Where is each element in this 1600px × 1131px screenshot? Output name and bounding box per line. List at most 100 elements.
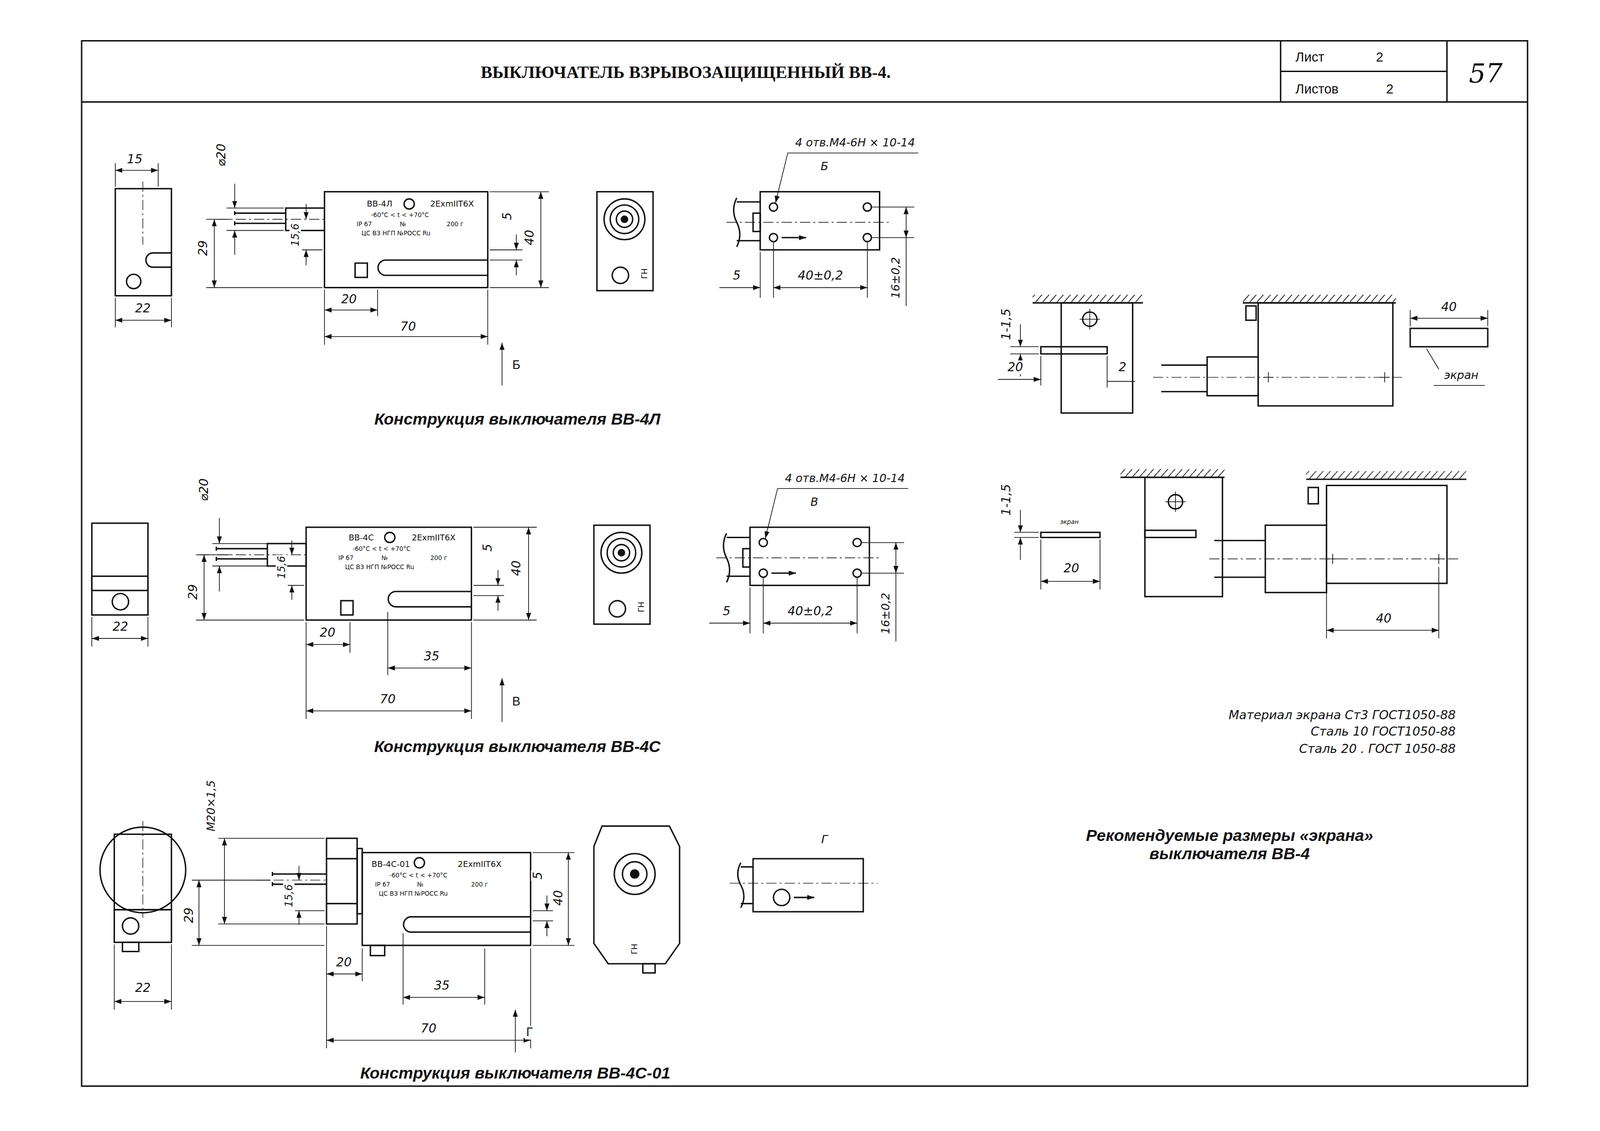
sheet-frame xyxy=(81,101,1528,103)
view-marker: ГН xyxy=(640,267,650,280)
mounting-sketch xyxy=(1214,540,1266,578)
extension-line xyxy=(484,948,486,1005)
sheet-title: ВЫКЛЮЧАТЕЛЬ ВЗРЫВОЗАЩИЩЕННЫЙ ВВ-4. xyxy=(478,62,893,83)
dimension-label: 4 отв.M4-6H × 10-14 xyxy=(793,136,917,150)
nameplate-text: ЦС ВЗ НГП №РОСС Ru xyxy=(360,230,432,238)
extension-line xyxy=(377,289,379,317)
plan-view xyxy=(781,236,807,239)
nameplate-text: 200 г xyxy=(446,221,465,229)
center-line xyxy=(1153,377,1460,559)
dimension-label: 35 xyxy=(432,978,452,993)
nameplate-text: ВВ-4С-01 xyxy=(370,859,411,869)
extension-line xyxy=(1010,346,1039,348)
dimension-label: 40 xyxy=(522,228,536,248)
dimension-line xyxy=(1040,318,1488,631)
dimension-line xyxy=(91,527,529,712)
nameplate-text: 2ExmIIT6X xyxy=(456,859,503,869)
extension-line xyxy=(473,595,504,597)
switch-body xyxy=(384,532,395,543)
dimension-label: Г xyxy=(820,833,830,847)
end-view xyxy=(622,862,648,887)
end-view xyxy=(614,853,655,895)
dimension-line xyxy=(324,336,488,338)
switch-body xyxy=(306,527,472,620)
switch-body xyxy=(216,527,472,620)
end-view xyxy=(593,525,650,625)
plan-view xyxy=(709,488,909,642)
end-view xyxy=(603,198,645,240)
extension-line xyxy=(760,207,915,307)
cross-mark xyxy=(1079,309,1186,513)
switch-body xyxy=(370,945,385,956)
extension-line xyxy=(157,163,159,187)
mounting-sketch xyxy=(1246,306,1257,321)
nameplate-text: IP 67 xyxy=(337,554,355,562)
center-line xyxy=(142,820,144,918)
dimension-line xyxy=(497,595,499,612)
end-view xyxy=(593,825,680,973)
center-line xyxy=(1153,377,1403,378)
extension-line xyxy=(287,585,305,587)
center-line xyxy=(142,820,144,918)
dimension-label: 5 xyxy=(731,268,743,282)
dimension-line xyxy=(1019,537,1021,561)
extension-line xyxy=(1014,532,1039,534)
dimension-line xyxy=(546,920,548,937)
leader-line xyxy=(719,287,760,289)
switch-body xyxy=(324,191,488,288)
nameplate-text: IP 67 xyxy=(355,221,373,229)
dimension-line xyxy=(198,880,200,946)
plan-view xyxy=(719,152,919,306)
dimension-label: 20 xyxy=(334,955,354,969)
dimension-line xyxy=(291,540,293,555)
dimension-line xyxy=(218,518,220,544)
nameplate-text: -60°C < t < +70°C xyxy=(352,545,412,553)
dimension-label: Б xyxy=(819,160,830,173)
dimension-label: 29 xyxy=(186,582,200,602)
extension-line xyxy=(1040,539,1042,590)
extension-line xyxy=(305,622,307,719)
dimension-line xyxy=(1019,324,1021,347)
dimension-label: 29 xyxy=(181,906,196,925)
center-line xyxy=(726,222,890,223)
switch-body xyxy=(357,848,363,915)
extension-line xyxy=(361,948,363,982)
nameplate-text: ВВ-4С xyxy=(347,533,375,543)
sheet-frame xyxy=(81,40,1528,1086)
extension-line xyxy=(212,543,268,545)
extension-line xyxy=(871,206,915,208)
end-view xyxy=(621,216,628,223)
extension-line xyxy=(226,230,284,232)
plan-view xyxy=(737,862,754,908)
plan-view xyxy=(733,191,880,250)
dimension-label: 40 xyxy=(1439,300,1459,314)
mounting-sketch xyxy=(1258,302,1393,406)
dimension-line xyxy=(1410,317,1488,319)
side-view xyxy=(145,253,172,268)
view-caption: Конструкция выключателя ВВ-4Л xyxy=(372,410,663,429)
leader-line xyxy=(775,152,919,203)
extension-line xyxy=(867,241,868,298)
extension-line xyxy=(489,287,550,289)
extension-line xyxy=(532,910,554,912)
ceiling-hatch xyxy=(1032,294,1143,303)
nameplate-text: ЦС ВЗ НГП №РОСС Ru xyxy=(344,564,415,572)
end-view xyxy=(593,825,680,964)
plan-view xyxy=(737,858,864,912)
dimension-line xyxy=(1040,581,1101,582)
nameplate-text: IP 67 xyxy=(374,881,392,889)
dimension-label: M20×1,5 xyxy=(205,779,218,833)
extension-line xyxy=(114,163,116,187)
dimension-line xyxy=(501,342,503,386)
plan-view xyxy=(863,202,872,212)
view-marker: В xyxy=(510,695,522,709)
dimension-label: 16±0,2 xyxy=(889,255,903,300)
nameplate-text: № xyxy=(380,554,389,562)
dimension-label: экран xyxy=(1442,369,1480,382)
mounting-sketch xyxy=(1144,530,1196,538)
extension-line xyxy=(387,612,389,676)
side-view xyxy=(112,593,129,610)
dimension-label: 5 xyxy=(481,542,495,554)
dimension-line xyxy=(326,973,363,975)
